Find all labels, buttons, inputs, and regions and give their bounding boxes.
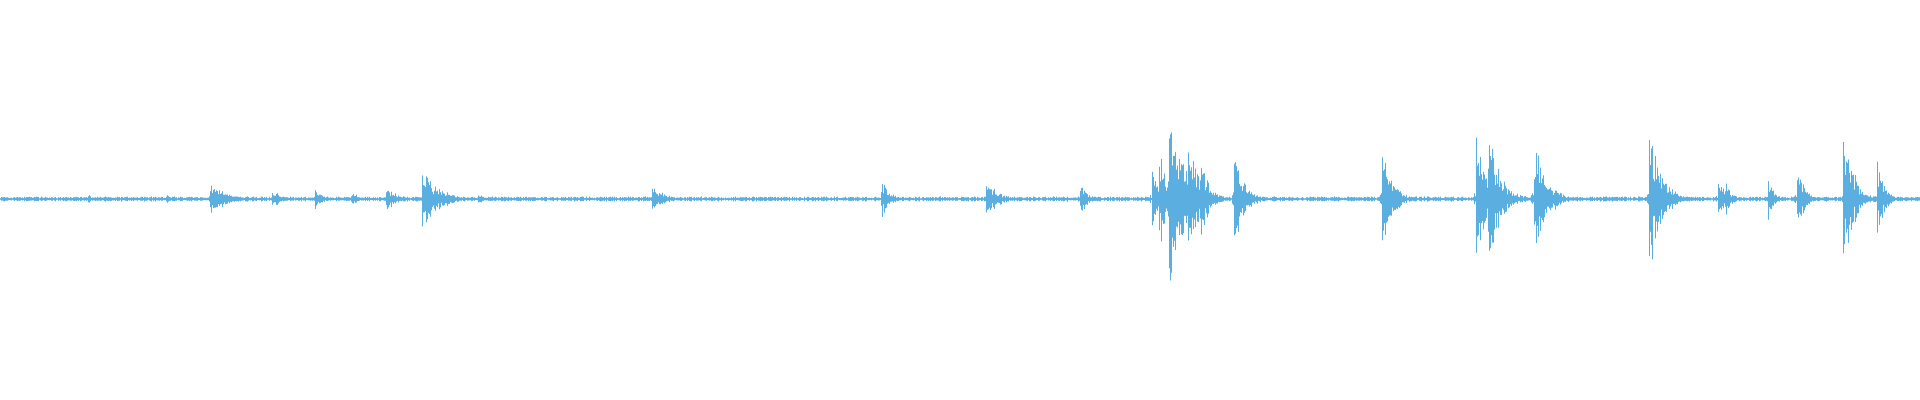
waveform-trace — [0, 132, 1920, 281]
